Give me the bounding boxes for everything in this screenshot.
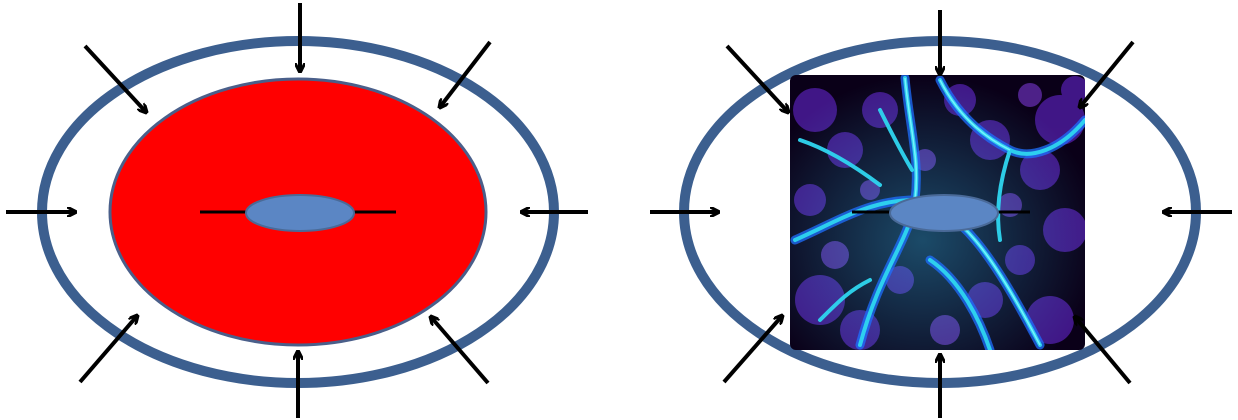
left-panel <box>6 3 588 418</box>
left-center-ellipse <box>246 195 354 231</box>
right-center-ellipse <box>890 195 998 231</box>
right-panel <box>650 10 1232 418</box>
